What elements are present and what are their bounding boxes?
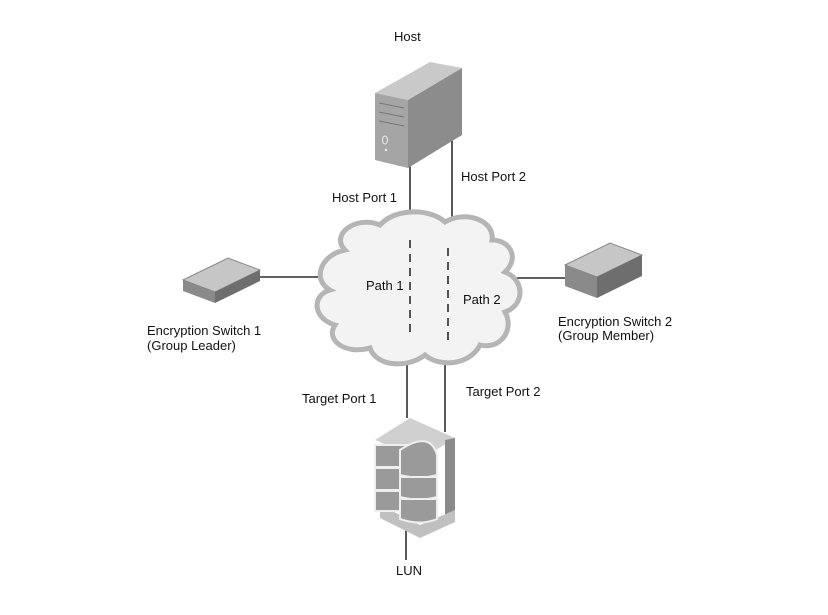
encryption-switch-1-icon [181,257,262,303]
lun-label: LUN [396,563,423,578]
target-port-2-label: Target Port 2 [466,384,541,399]
switch-2-label: Encryption Switch 2 [558,314,673,329]
host-port-2-label: Host Port 2 [461,169,527,184]
switch-1-sublabel: (Group Leader) [147,338,236,353]
cloud-icon [314,209,523,367]
switch-2-sublabel: (Group Member) [558,328,655,343]
host-label: Host [394,29,421,44]
target-port-1-label: Target Port 1 [302,391,377,406]
server-icon [375,62,462,168]
switch-1-label: Encryption Switch 1 [147,323,262,338]
path-1-label: Path 1 [366,278,404,293]
storage-lun-icon [374,418,455,538]
encryption-switch-2-icon [563,242,644,298]
path-2-label: Path 2 [463,292,501,307]
host-port-1-label: Host Port 1 [332,190,398,205]
